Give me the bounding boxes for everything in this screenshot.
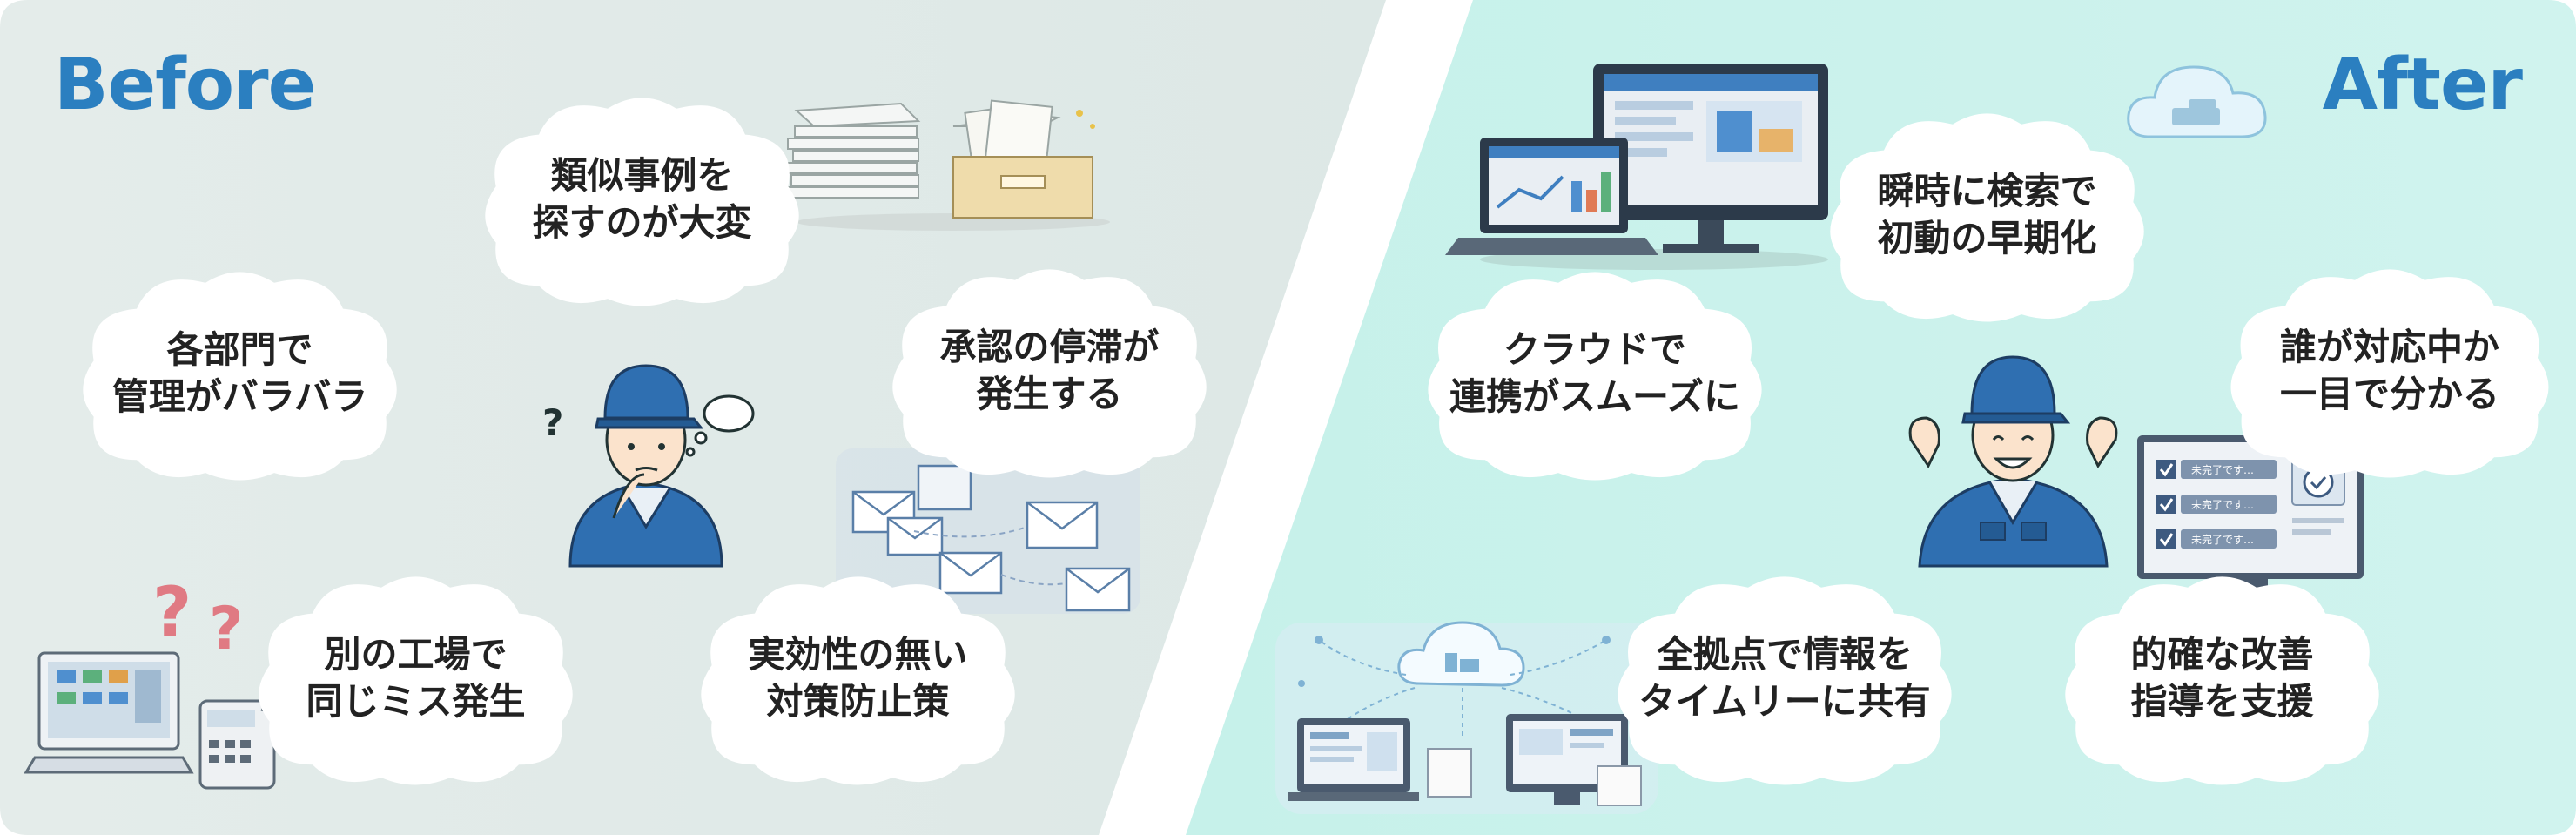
issue-bubble: 各部門で管理がバラバラ [68,261,412,486]
checklist-monitor-illustration: 未完了です… 未完了です… 未完了です… [2137,435,2364,609]
checklist-item: 未完了です… [2191,498,2254,511]
issue-line: 発生する [976,373,1123,415]
issue-line: 各部門で [166,328,313,371]
issue-line: 探すのが大変 [532,201,752,244]
benefit-line: 一目で分かる [2279,373,2499,415]
benefit-bubble: 的確な改善指導を支援 [2050,566,2394,791]
monitor-laptop-illustration [1445,59,1828,277]
envelope-icon [1065,567,1131,612]
benefit-line: 的確な改善 [2130,633,2314,676]
benefit-bubble: クラウドで連携がスムーズに [1412,261,1778,486]
issue-line: 対策防止策 [766,680,950,723]
issue-line: 別の工場で [324,633,508,676]
paper-stacks-illustration [779,91,1114,231]
envelope-icon [938,551,1003,595]
benefit-line: 指導を支援 [2130,680,2314,723]
benefit-bubble: 瞬時に検索で初動の早期化 [1815,103,2159,327]
thought-bubble-icon [685,394,755,457]
cloud-network-illustration [1275,605,1658,818]
question-mark-icon: ? [542,401,563,444]
benefit-line: 誰が対応中か [2279,326,2499,368]
benefit-line: 全拠点で情報を [1656,633,1913,676]
benefit-line: 連携がスムーズに [1449,375,1740,418]
issue-line: 実効性の無い [748,633,968,676]
checklist-item: 未完了です… [2191,533,2254,546]
benefit-line: タイムリーに共有 [1638,680,1931,723]
issue-line: 類似事例を [550,154,734,197]
benefit-bubble: 全拠点で情報をタイムリーに共有 [1602,566,1967,791]
issue-line: 承認の停滞が [939,326,1160,368]
question-mark-icon: ? [209,595,243,663]
cloud-icon [1397,621,1525,687]
issue-line: 同じミス発生 [306,680,526,723]
fax-and-computer-illustration: ? ? [24,570,287,801]
after-title: After [2322,44,2523,126]
issue-line: 管理がバラバラ [111,375,368,418]
envelope-icon [1026,501,1099,549]
check-icon [2156,529,2176,549]
checklist-item: 未完了です… [2191,463,2254,476]
check-icon [2156,460,2176,479]
envelopes-illustration [836,440,1140,623]
question-mark-icon: ? [152,574,192,652]
cloud-icon [2124,54,2272,150]
benefit-line: 瞬時に検索で [1877,170,2097,212]
issue-bubble: 別の工場で同じミス発生 [244,566,588,791]
confused-worker-illustration: ? [535,344,757,568]
benefit-line: クラウドで [1503,328,1686,371]
benefit-bubble: 誰が対応中か一目で分かる [2216,259,2564,483]
issue-bubble: 類似事例を探すのが大変 [470,87,814,312]
benefit-line: 初動の早期化 [1877,217,2097,259]
before-title: Before [54,44,316,126]
issue-bubble: 承認の停滞が発生する [878,259,1221,483]
check-icon [2156,495,2176,514]
happy-worker-illustration [1902,335,2124,568]
issue-bubble: 実効性の無い対策防止策 [686,566,1030,791]
envelope-icon [886,516,944,556]
